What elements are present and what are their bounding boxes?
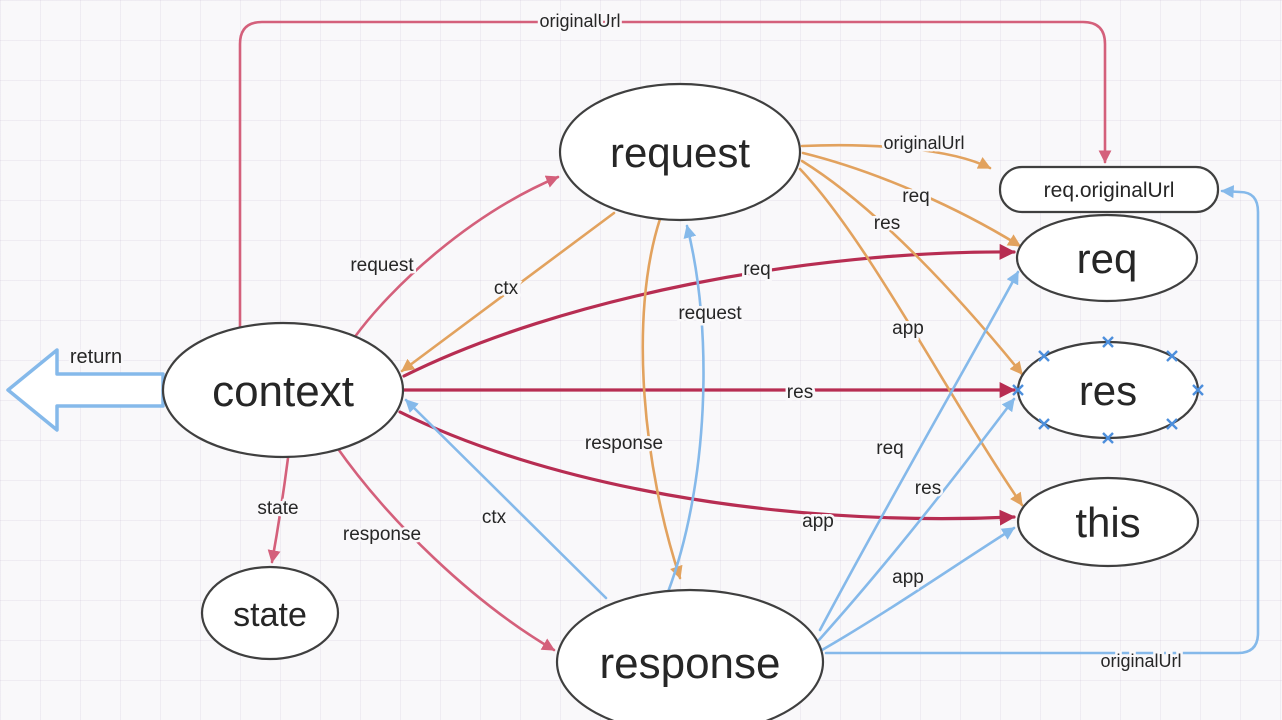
connection-point-icon[interactable]: [1102, 336, 1114, 348]
connection-point-icon[interactable]: [1166, 350, 1178, 362]
edge-label-request-response: response: [585, 433, 663, 454]
edge-labels: originalUrl request req res app response…: [67, 9, 1184, 674]
node-this-label: this: [1075, 499, 1140, 546]
node-request-shape: [558, 82, 802, 222]
connection-point-icon[interactable]: [1166, 418, 1178, 430]
edges-from-request: [400, 143, 1024, 580]
edge-label-response-res: res: [915, 478, 941, 499]
edge-response-to-this[interactable]: [820, 526, 1016, 652]
edge-response-to-res[interactable]: [817, 397, 1016, 642]
edge-request-to-this[interactable]: [798, 167, 1024, 507]
node-req-shape: [1015, 213, 1199, 303]
node-req[interactable]: req: [1015, 213, 1199, 303]
edge-request-to-response[interactable]: [641, 217, 683, 580]
node-req-originalurl[interactable]: req.originalUrl: [998, 165, 1220, 214]
edge-context-to-req-originalurl[interactable]: [238, 20, 1112, 334]
edge-label-context-res: res: [787, 382, 813, 403]
edge-response-to-req[interactable]: [818, 270, 1020, 632]
node-response-label: response: [599, 639, 780, 688]
return-arrow[interactable]: [6, 348, 165, 432]
node-state-shape: [200, 565, 340, 661]
edge-label-request-req: req: [902, 186, 929, 207]
edges-from-context: [238, 20, 1112, 652]
edge-label-response-ctx: ctx: [482, 507, 507, 528]
node-state-label: state: [233, 596, 307, 634]
edge-response-to-req-originalurl[interactable]: [824, 185, 1260, 655]
connection-point-icon[interactable]: [1038, 418, 1050, 430]
edge-context-to-state[interactable]: [267, 456, 290, 564]
edge-context-to-this[interactable]: [398, 410, 1016, 526]
edge-request-to-context[interactable]: [400, 211, 616, 373]
edge-response-to-request[interactable]: [666, 224, 705, 594]
edge-label-response-app: app: [892, 567, 924, 588]
node-req-label: req: [1077, 235, 1138, 282]
edge-label-request-app: app: [892, 318, 924, 339]
edge-context-to-request[interactable]: [352, 175, 560, 340]
edge-request-to-res[interactable]: [800, 159, 1024, 376]
node-this-shape: [1016, 476, 1200, 568]
node-request[interactable]: request: [558, 82, 802, 222]
node-res-label: res: [1079, 367, 1137, 414]
edge-label-request-originalurl: originalUrl: [883, 133, 964, 153]
edge-request-to-req-originalurl[interactable]: [800, 143, 992, 170]
node-response-shape: [555, 588, 825, 720]
connection-point-icon[interactable]: [1192, 384, 1204, 396]
edge-label-context-response: response: [343, 524, 421, 545]
connection-point-icon[interactable]: [1038, 350, 1050, 362]
node-response[interactable]: response: [555, 588, 825, 720]
edge-label-context-app: app: [802, 511, 834, 532]
edge-label-request-ctx: ctx: [494, 278, 519, 299]
edge-label-response-request: request: [678, 303, 742, 324]
node-context-label: context: [212, 367, 354, 416]
edge-request-to-req[interactable]: [801, 151, 1022, 248]
edge-label-context-state: state: [257, 498, 298, 519]
edge-context-to-response[interactable]: [334, 444, 556, 652]
connection-point-icon[interactable]: [1102, 432, 1114, 444]
node-this[interactable]: this: [1016, 476, 1200, 568]
node-state[interactable]: state: [200, 565, 340, 661]
node-req-originalurl-label: req.originalUrl: [1044, 179, 1175, 202]
edge-label-request-res: res: [874, 213, 900, 234]
edges-from-response: [404, 185, 1260, 655]
edge-response-to-context[interactable]: [404, 398, 608, 600]
edge-label-context-originalurl: originalUrl: [539, 11, 620, 31]
return-arrow-label: return: [70, 346, 122, 368]
res-selection-handles: [1012, 336, 1204, 444]
connection-point-icon[interactable]: [1012, 384, 1024, 396]
edge-label-context-request: request: [350, 255, 414, 276]
edge-label-response-originalurl: originalUrl: [1100, 651, 1181, 671]
edge-label-response-req: req: [876, 438, 903, 459]
edge-context-to-req[interactable]: [402, 243, 1016, 378]
edge-label-context-req: req: [743, 259, 770, 280]
node-request-label: request: [610, 129, 750, 176]
node-req-originalurl-shape: [998, 165, 1220, 214]
node-context[interactable]: context: [161, 321, 405, 459]
node-context-shape: [161, 321, 405, 459]
